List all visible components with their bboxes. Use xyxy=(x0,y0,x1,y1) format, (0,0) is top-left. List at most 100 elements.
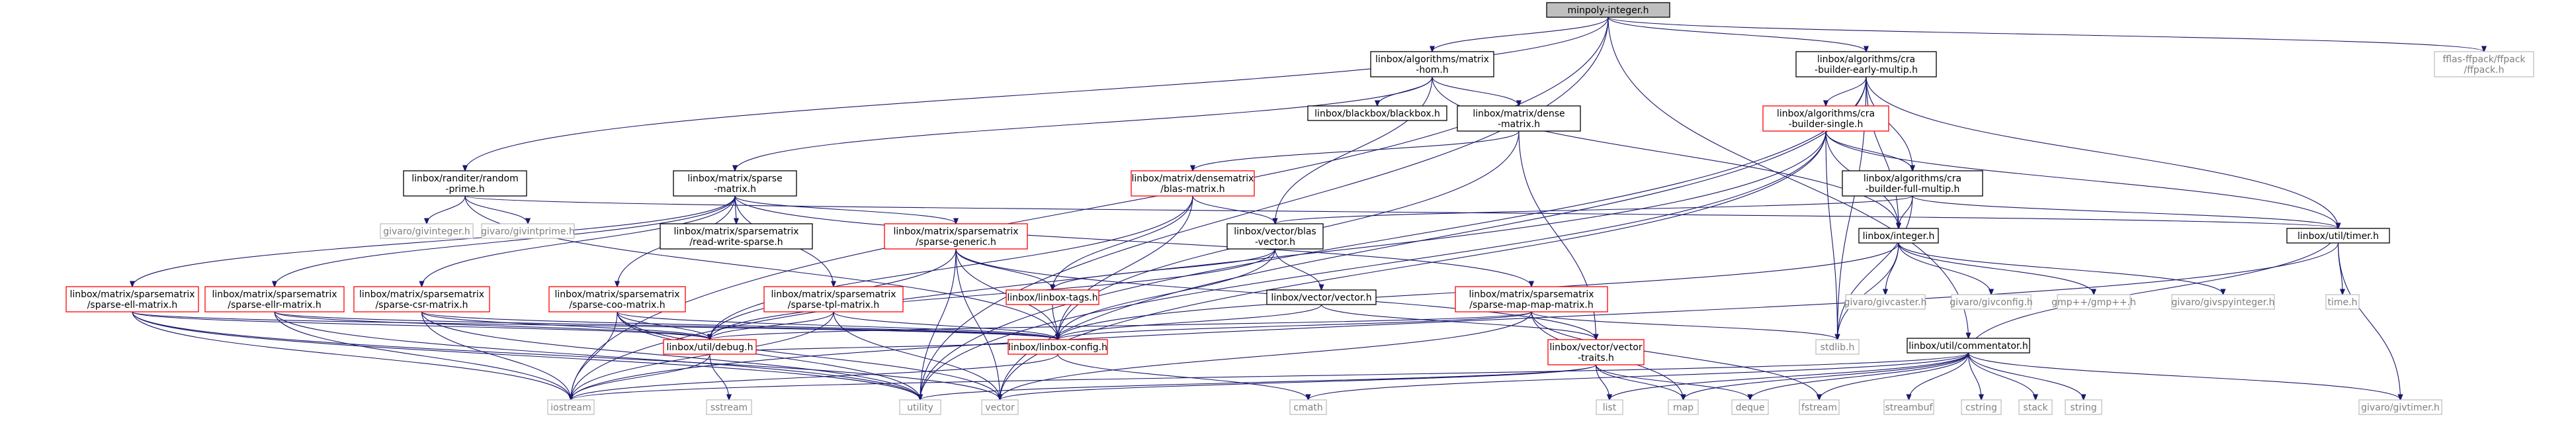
node-label: -prime.h xyxy=(445,184,484,195)
edge-commentator-to-cstring xyxy=(1967,352,1982,400)
edge-blas_vector-to-vector_h xyxy=(1274,248,1322,290)
node-blackbox[interactable]: linbox/blackbox/blackbox.h xyxy=(1307,105,1447,121)
node-sparse-ell[interactable]: linbox/matrix/sparsematrix/sparse-ell-ma… xyxy=(65,286,199,312)
edge-minpoly_hom-to-sparse_matrix xyxy=(735,76,1433,171)
edge-sparse_csr-to-iostream xyxy=(421,311,572,400)
node-box xyxy=(1006,289,1099,305)
node-label: linbox/matrix/sparsematrix xyxy=(673,226,798,237)
node-blas-matrix[interactable]: linbox/matrix/densematrix/blas-matrix.h xyxy=(1131,170,1255,197)
node-box xyxy=(481,223,575,239)
edge-integer-to-givconfig xyxy=(1898,242,1991,295)
edge-blas_matrix-to-linbox_tags xyxy=(1052,195,1193,290)
node-label: linbox/vector/vector.h xyxy=(1271,293,1371,303)
edge-minpoly_hom-to-dense_matrix xyxy=(1432,76,1519,106)
node-time-h: time.h xyxy=(2325,294,2360,310)
node-box xyxy=(899,399,941,415)
node-cra-full[interactable]: linbox/algorithms/cra-builder-full-multi… xyxy=(1842,170,1983,197)
node-random-prime[interactable]: linbox/randiter/random-prime.h xyxy=(403,170,527,197)
edge-sparse_matrix-to-sparse_map_map xyxy=(734,195,1531,287)
node-label: givaro/givintprime.h xyxy=(481,226,575,237)
node-vector-traits[interactable]: linbox/vector/vector-traits.h xyxy=(1547,339,1645,365)
node-cra-early[interactable]: linbox/algorithms/cra-builder-early-mult… xyxy=(1795,51,1937,77)
node-blas-vector[interactable]: linbox/vector/blas-vector.h xyxy=(1226,223,1324,250)
edge-timer-to-givtimer xyxy=(2337,242,2401,400)
node-box xyxy=(1546,2,1670,18)
node-label: /sparse-generic.h xyxy=(916,237,996,248)
edge-integer-to-stdlib xyxy=(1838,242,1899,340)
node-utility: utility xyxy=(899,399,941,415)
node-box xyxy=(1858,228,1939,244)
edge-root-to-cra_early xyxy=(1608,17,1866,52)
node-vector-h[interactable]: linbox/vector/vector.h xyxy=(1266,289,1377,305)
node-label: linbox/algorithms/matrix xyxy=(1375,54,1489,65)
node-label: givaro/givconfig.h xyxy=(1950,297,2033,308)
node-linbox-tags[interactable]: linbox/linbox-tags.h xyxy=(1006,289,1099,305)
node-linbox-config[interactable]: linbox/linbox-config.h xyxy=(1008,339,1108,355)
node-stack: stack xyxy=(2018,399,2053,415)
node-sparse-coo[interactable]: linbox/matrix/sparsematrix/sparse-coo-ma… xyxy=(548,286,686,312)
node-box xyxy=(2065,399,2102,415)
edge-sparse_tpl-to-vector xyxy=(833,311,1000,400)
node-label: /sparse-tpl-matrix.h xyxy=(788,300,879,310)
node-box xyxy=(1307,105,1447,121)
edge-linbox_config-to-iostream xyxy=(571,354,1058,400)
node-ffpack: fflas-ffpack/ffpack/ffpack.h xyxy=(2434,51,2534,77)
node-label: linbox/matrix/sparsematrix xyxy=(893,226,1018,237)
node-root[interactable]: minpoly-integer.h xyxy=(1546,2,1670,18)
edge-root-to-iostream xyxy=(571,17,1609,400)
node-box xyxy=(706,399,752,415)
node-box xyxy=(353,286,490,312)
node-sparse-matrix[interactable]: linbox/matrix/sparse-matrix.h xyxy=(673,170,797,197)
node-sparse-ellr[interactable]: linbox/matrix/sparsematrix/sparse-ellr-m… xyxy=(204,286,345,312)
node-deque: deque xyxy=(1731,399,1769,415)
edge-sparse_tpl-to-iostream xyxy=(571,311,834,400)
node-rw-sparse[interactable]: linbox/matrix/sparsematrix/read-write-sp… xyxy=(660,223,813,250)
node-givconfig: givaro/givconfig.h xyxy=(1950,294,2033,310)
edge-sparse_ell-to-utility xyxy=(132,311,920,400)
node-commentator[interactable]: linbox/util/commentator.h xyxy=(1907,338,2030,354)
node-label: linbox/linbox-config.h xyxy=(1008,342,1107,353)
node-sparse-map-map[interactable]: linbox/matrix/sparsematrix/sparse-map-ma… xyxy=(1455,286,1608,312)
node-debug[interactable]: linbox/util/debug.h xyxy=(663,339,757,355)
node-label: sstream xyxy=(710,403,748,413)
node-givinteger: givaro/givinteger.h xyxy=(380,223,474,239)
edge-sparse_coo-to-iostream xyxy=(571,311,618,400)
node-label: map xyxy=(1673,403,1694,413)
edge-random_prime-to-linbox_config xyxy=(464,195,1058,340)
node-timer[interactable]: linbox/util/timer.h xyxy=(2286,228,2390,244)
node-label: -vector.h xyxy=(1255,237,1295,248)
node-label: linbox/matrix/sparsematrix xyxy=(359,289,484,300)
edge-cra_single-to-vector xyxy=(1000,130,1826,400)
node-sparse-generic[interactable]: linbox/matrix/sparsematrix/sparse-generi… xyxy=(884,223,1028,250)
edge-sparse_coo-to-debug xyxy=(617,311,710,340)
node-box xyxy=(2325,294,2360,310)
node-label: -builder-single.h xyxy=(1789,119,1864,130)
node-gmpxx: gmp++/gmp++.h xyxy=(2051,294,2136,310)
node-label: /sparse-coo-matrix.h xyxy=(569,300,665,310)
edge-sparse_coo-to-linbox_config xyxy=(617,311,1058,340)
node-sparse-tpl[interactable]: linbox/matrix/sparsematrix/sparse-tpl-ma… xyxy=(763,286,904,312)
edge-random_prime-to-givintprime xyxy=(464,195,528,224)
edge-cra_single-to-timer xyxy=(1825,130,2339,228)
edge-debug-to-linbox_config xyxy=(709,340,1058,355)
node-sparse-csr[interactable]: linbox/matrix/sparsematrix/sparse-csr-ma… xyxy=(353,286,490,312)
edge-vector_h-to-vector_traits xyxy=(1320,304,1596,340)
node-box xyxy=(673,170,797,197)
node-integer[interactable]: linbox/integer.h xyxy=(1858,228,1939,244)
node-dense-matrix[interactable]: linbox/matrix/dense-matrix.h xyxy=(1457,105,1581,132)
edge-commentator-to-iostream xyxy=(571,352,1969,400)
edge-sparse_ell-to-debug xyxy=(132,311,710,340)
edge-sparse_matrix-to-sparse_ellr xyxy=(275,195,736,287)
node-minpoly-hom[interactable]: linbox/algorithms/matrix-hom.h xyxy=(1370,51,1494,77)
node-cra-single[interactable]: linbox/algorithms/cra-builder-single.h xyxy=(1762,105,1889,132)
node-map: map xyxy=(1668,399,1699,415)
edge-root-to-ffpack xyxy=(1608,17,2484,52)
node-box xyxy=(548,286,686,312)
edge-sparse_coo-to-utility xyxy=(617,311,920,400)
node-cstring: cstring xyxy=(1961,399,2002,415)
edge-linbox_config-to-cmath xyxy=(1057,354,1309,400)
edge-cra_single-to-iostream xyxy=(571,130,1826,400)
node-label: linbox/randiter/random xyxy=(411,173,519,184)
node-list: list xyxy=(1596,399,1623,415)
node-box xyxy=(1668,399,1699,415)
